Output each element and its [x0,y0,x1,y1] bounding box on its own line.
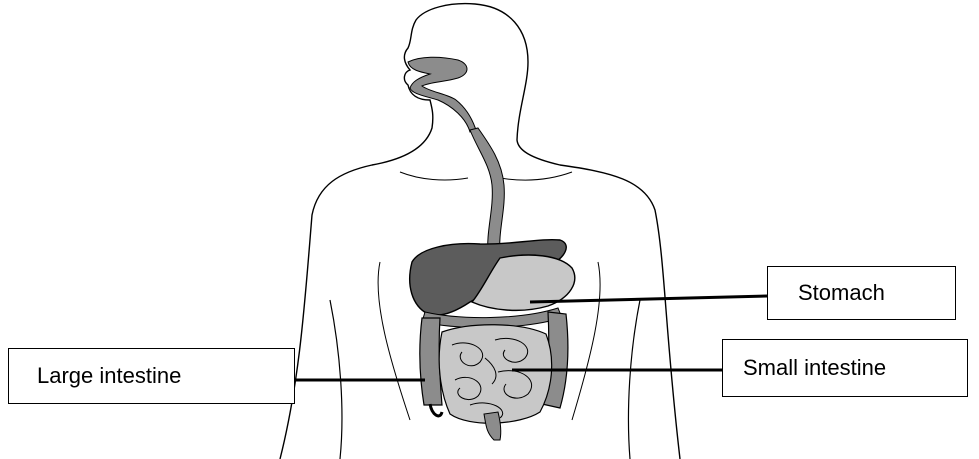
nasal-cavity [408,57,476,132]
rectum [484,412,501,440]
small-intestine-label: Small intestine [743,355,886,381]
right-arm-line [628,300,640,459]
large-intestine-label-box: Large intestine [8,348,295,404]
large-intestine-label: Large intestine [37,363,181,389]
collarbone-right [500,172,572,180]
stomach-label: Stomach [798,280,885,306]
small-intestine-label-box: Small intestine [722,339,968,397]
esophagus [470,128,504,255]
waist-right [572,262,600,420]
waist-left [378,262,410,420]
collarbone-left [400,172,468,180]
stomach-label-box: Stomach [767,266,956,320]
appendix [430,404,442,416]
